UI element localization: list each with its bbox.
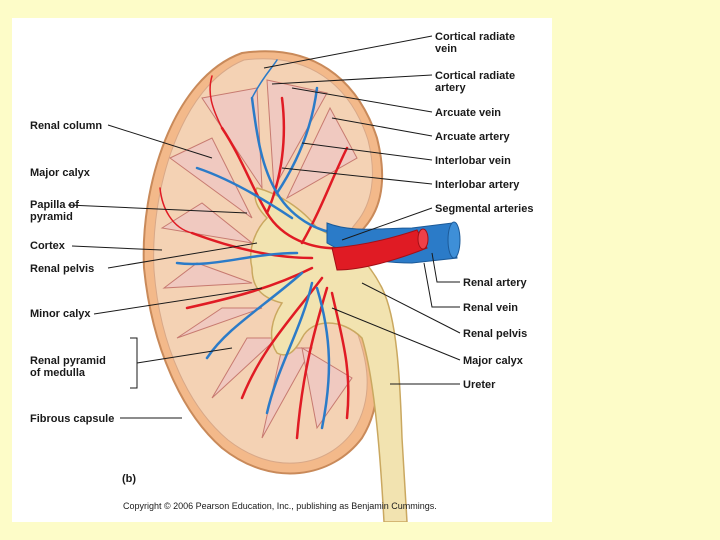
label-papilla-of-pyramid: Papilla of pyramid bbox=[30, 199, 79, 223]
label-cortical-radiate-vein: Cortical radiate vein bbox=[435, 31, 516, 55]
leader-lines bbox=[67, 35, 461, 419]
label-major-calyx-right: Major calyx bbox=[463, 355, 523, 367]
copyright-notice: Copyright © 2006 Pearson Education, Inc.… bbox=[123, 501, 437, 511]
kidney-illustration bbox=[67, 35, 461, 522]
label-major-calyx-left: Major calyx bbox=[30, 167, 90, 179]
figure-card: Renal column Major calyx Papilla of pyra… bbox=[12, 18, 552, 522]
label-renal-column: Renal column bbox=[30, 120, 103, 132]
label-arcuate-vein: Arcuate vein bbox=[435, 107, 502, 119]
label-cortical-radiate-artery: Cortical radiate artery bbox=[435, 70, 516, 94]
label-renal-artery: Renal artery bbox=[463, 277, 527, 289]
panel-label: (b) bbox=[122, 473, 137, 485]
label-interlobar-vein: Interlobar vein bbox=[435, 155, 511, 167]
renal-artery-vessel bbox=[331, 229, 428, 271]
renal-artery-opening bbox=[417, 228, 429, 250]
label-segmental-arteries: Segmental arteries bbox=[435, 203, 534, 215]
label-renal-pelvis-right: Renal pelvis bbox=[463, 328, 528, 340]
label-interlobar-artery: Interlobar artery bbox=[435, 179, 520, 191]
label-renal-pyramid: Renal pyramid of medulla bbox=[30, 355, 106, 379]
label-ureter: Ureter bbox=[463, 379, 496, 391]
label-minor-calyx: Minor calyx bbox=[30, 308, 91, 320]
label-renal-vein: Renal vein bbox=[463, 302, 519, 314]
label-cortex: Cortex bbox=[30, 240, 65, 252]
label-renal-pelvis-left: Renal pelvis bbox=[30, 263, 95, 275]
label-fibrous-capsule: Fibrous capsule bbox=[30, 413, 115, 425]
renal-pelvis-shape bbox=[250, 187, 408, 522]
renal-vein-opening bbox=[447, 221, 461, 259]
label-arcuate-artery: Arcuate artery bbox=[435, 131, 510, 143]
